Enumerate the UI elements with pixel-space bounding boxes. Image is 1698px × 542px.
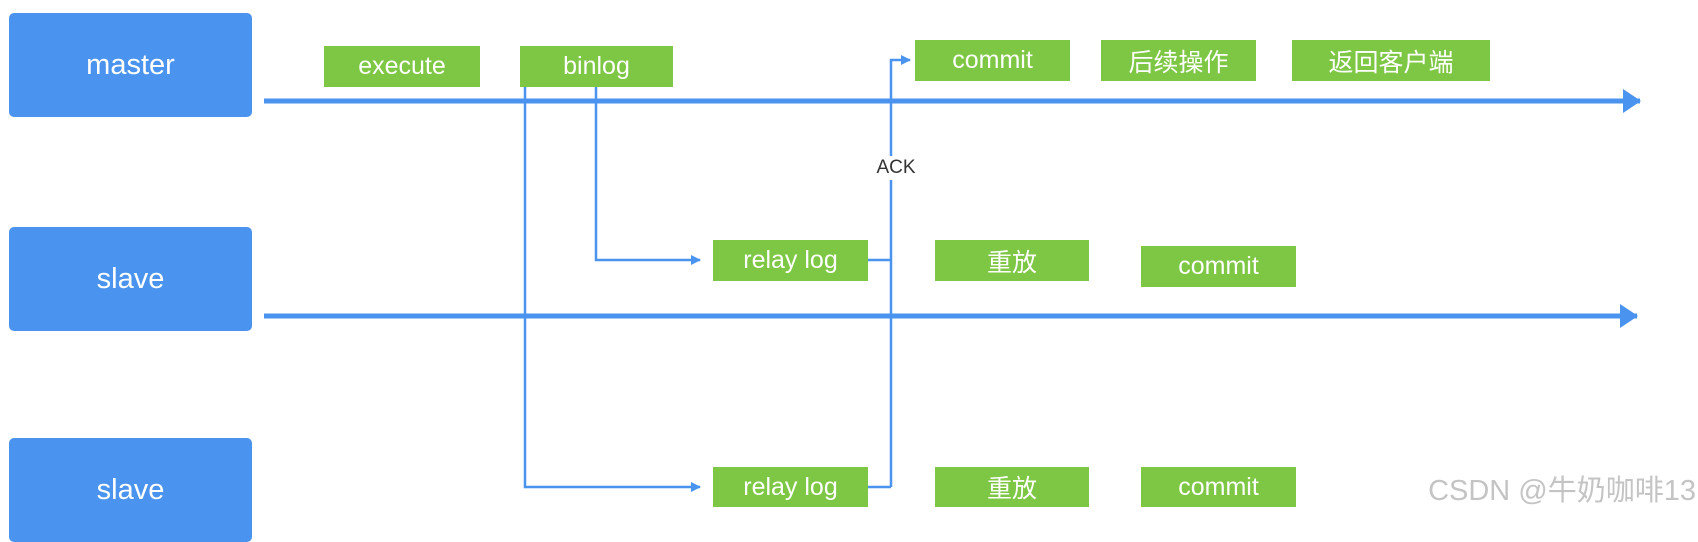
slave-2-commit-step: commit — [1141, 467, 1296, 507]
slave-1-commit-step: commit — [1141, 246, 1296, 287]
slave-1-replay-step: 重放 — [935, 240, 1089, 281]
flow-arrows — [264, 55, 1641, 492]
master-role: master — [9, 13, 252, 117]
ack-arrow — [889, 55, 911, 487]
binlog-to-relay-log-2-arrow — [523, 83, 701, 492]
slave-2-role: slave — [9, 438, 252, 542]
ack-label: ACK — [866, 156, 926, 180]
slave-1-role: slave — [9, 227, 252, 331]
master-commit-step: commit — [915, 40, 1070, 81]
watermark: CSDN @牛奶咖啡13 — [1428, 475, 1696, 507]
slave-2-relay-log-step: relay log — [713, 467, 868, 507]
slave-1-relay-log-step: relay log — [713, 240, 868, 281]
return-client-step: 返回客户端 — [1292, 40, 1490, 81]
slave-2-replay-step: 重放 — [935, 467, 1089, 507]
execute-step: execute — [324, 46, 480, 87]
binlog-to-relay-log-1-arrow — [594, 83, 701, 265]
binlog-step: binlog — [520, 46, 673, 87]
follow-up-step: 后续操作 — [1101, 40, 1256, 81]
